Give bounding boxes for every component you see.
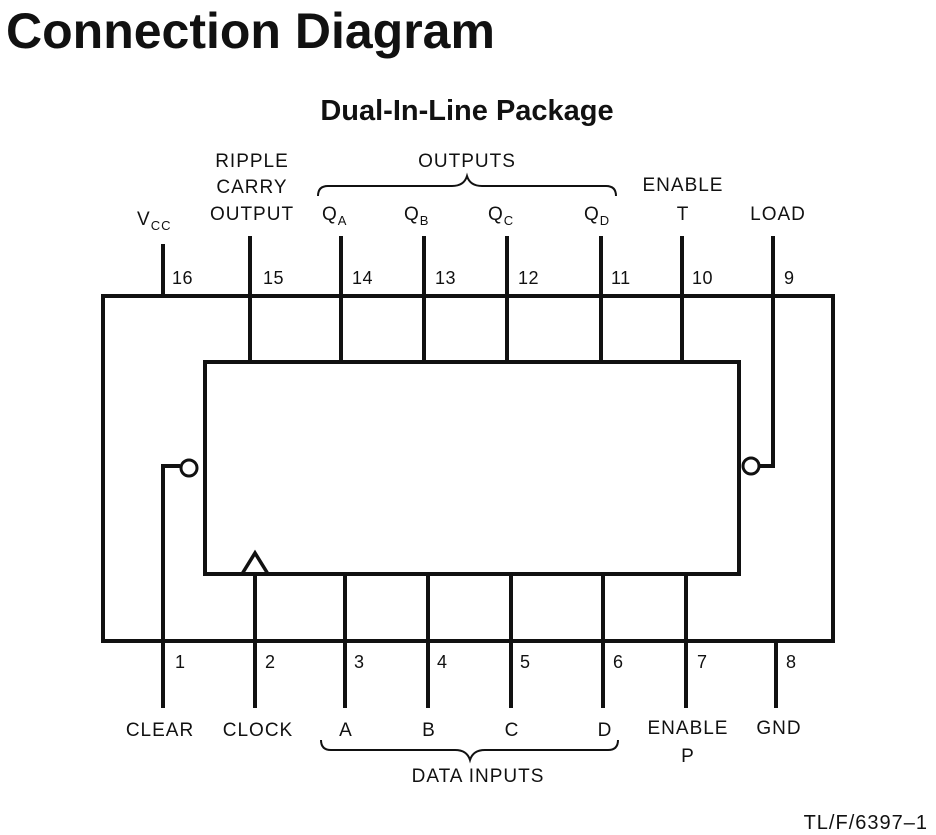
page-title: Connection Diagram bbox=[6, 3, 495, 59]
pin-6-label: D bbox=[598, 720, 613, 741]
pin-3-label: A bbox=[339, 720, 353, 741]
pin-8-number: 8 bbox=[786, 652, 797, 672]
pin-7-label-line2: P bbox=[681, 746, 695, 767]
pin-11-number: 11 bbox=[611, 268, 631, 288]
pin-7-number: 7 bbox=[697, 652, 708, 672]
clock-edge-icon bbox=[240, 549, 270, 575]
ic-function-block bbox=[203, 360, 741, 576]
pin-11-label: QD bbox=[584, 204, 610, 228]
pin-1-inversion-bubble bbox=[179, 458, 199, 478]
pin-12-label: QC bbox=[488, 204, 514, 228]
pin-14-number: 14 bbox=[352, 268, 373, 288]
pin-10-number: 10 bbox=[692, 268, 713, 288]
bottom-pins: 1 CLEAR 2 CLOCK 3 A 4 B 5 C 6 D 7 ENABLE… bbox=[126, 458, 801, 767]
pin-9-lead bbox=[760, 236, 775, 468]
pin-1-label: CLEAR bbox=[126, 720, 194, 741]
pin-1-lead bbox=[161, 464, 180, 708]
pin-4-label: B bbox=[422, 720, 436, 741]
pin-4-number: 4 bbox=[437, 652, 448, 672]
pin-5-number: 5 bbox=[520, 652, 531, 672]
pin-15-label: OUTPUT bbox=[210, 204, 294, 225]
pin-13-label: QB bbox=[404, 204, 429, 228]
figure-reference: TL/F/6397–1 bbox=[804, 812, 928, 834]
pin-3-number: 3 bbox=[354, 652, 365, 672]
pin-15-label-line1: RIPPLE bbox=[215, 151, 289, 172]
pin-2-number: 2 bbox=[265, 652, 276, 672]
top-pins: 16 VCC 15 RIPPLE CARRY OUTPUT 14 QA 13 Q… bbox=[137, 151, 806, 476]
pin-13-number: 13 bbox=[435, 268, 456, 288]
pin-15-number: 15 bbox=[263, 268, 284, 288]
pin-16-label: VCC bbox=[137, 209, 171, 233]
pin-2-label: CLOCK bbox=[223, 720, 293, 741]
pin-5-label: C bbox=[505, 720, 520, 741]
package-title: Dual-In-Line Package bbox=[320, 95, 613, 127]
pin-9-label: LOAD bbox=[750, 204, 806, 225]
outputs-group-label: OUTPUTS bbox=[418, 151, 516, 172]
pin-8-label: GND bbox=[756, 718, 801, 739]
pin-12-number: 12 bbox=[518, 268, 539, 288]
data-inputs-brace bbox=[320, 739, 619, 764]
pin-9-inversion-bubble bbox=[741, 456, 761, 476]
pin-15-label-line2: CARRY bbox=[216, 177, 287, 198]
pin-1-number: 1 bbox=[175, 652, 186, 672]
pin-7-label: ENABLE bbox=[648, 718, 729, 739]
pin-10-label: T bbox=[677, 204, 690, 225]
package-outline bbox=[101, 294, 835, 643]
outputs-brace bbox=[317, 172, 617, 197]
pin-6-number: 6 bbox=[613, 652, 624, 672]
data-inputs-group-label: DATA INPUTS bbox=[412, 766, 545, 787]
pin-10-label-line1: ENABLE bbox=[643, 175, 724, 196]
pin-9-number: 9 bbox=[784, 268, 795, 288]
pin-14-label: QA bbox=[322, 204, 347, 228]
pin-16-number: 16 bbox=[172, 268, 193, 288]
